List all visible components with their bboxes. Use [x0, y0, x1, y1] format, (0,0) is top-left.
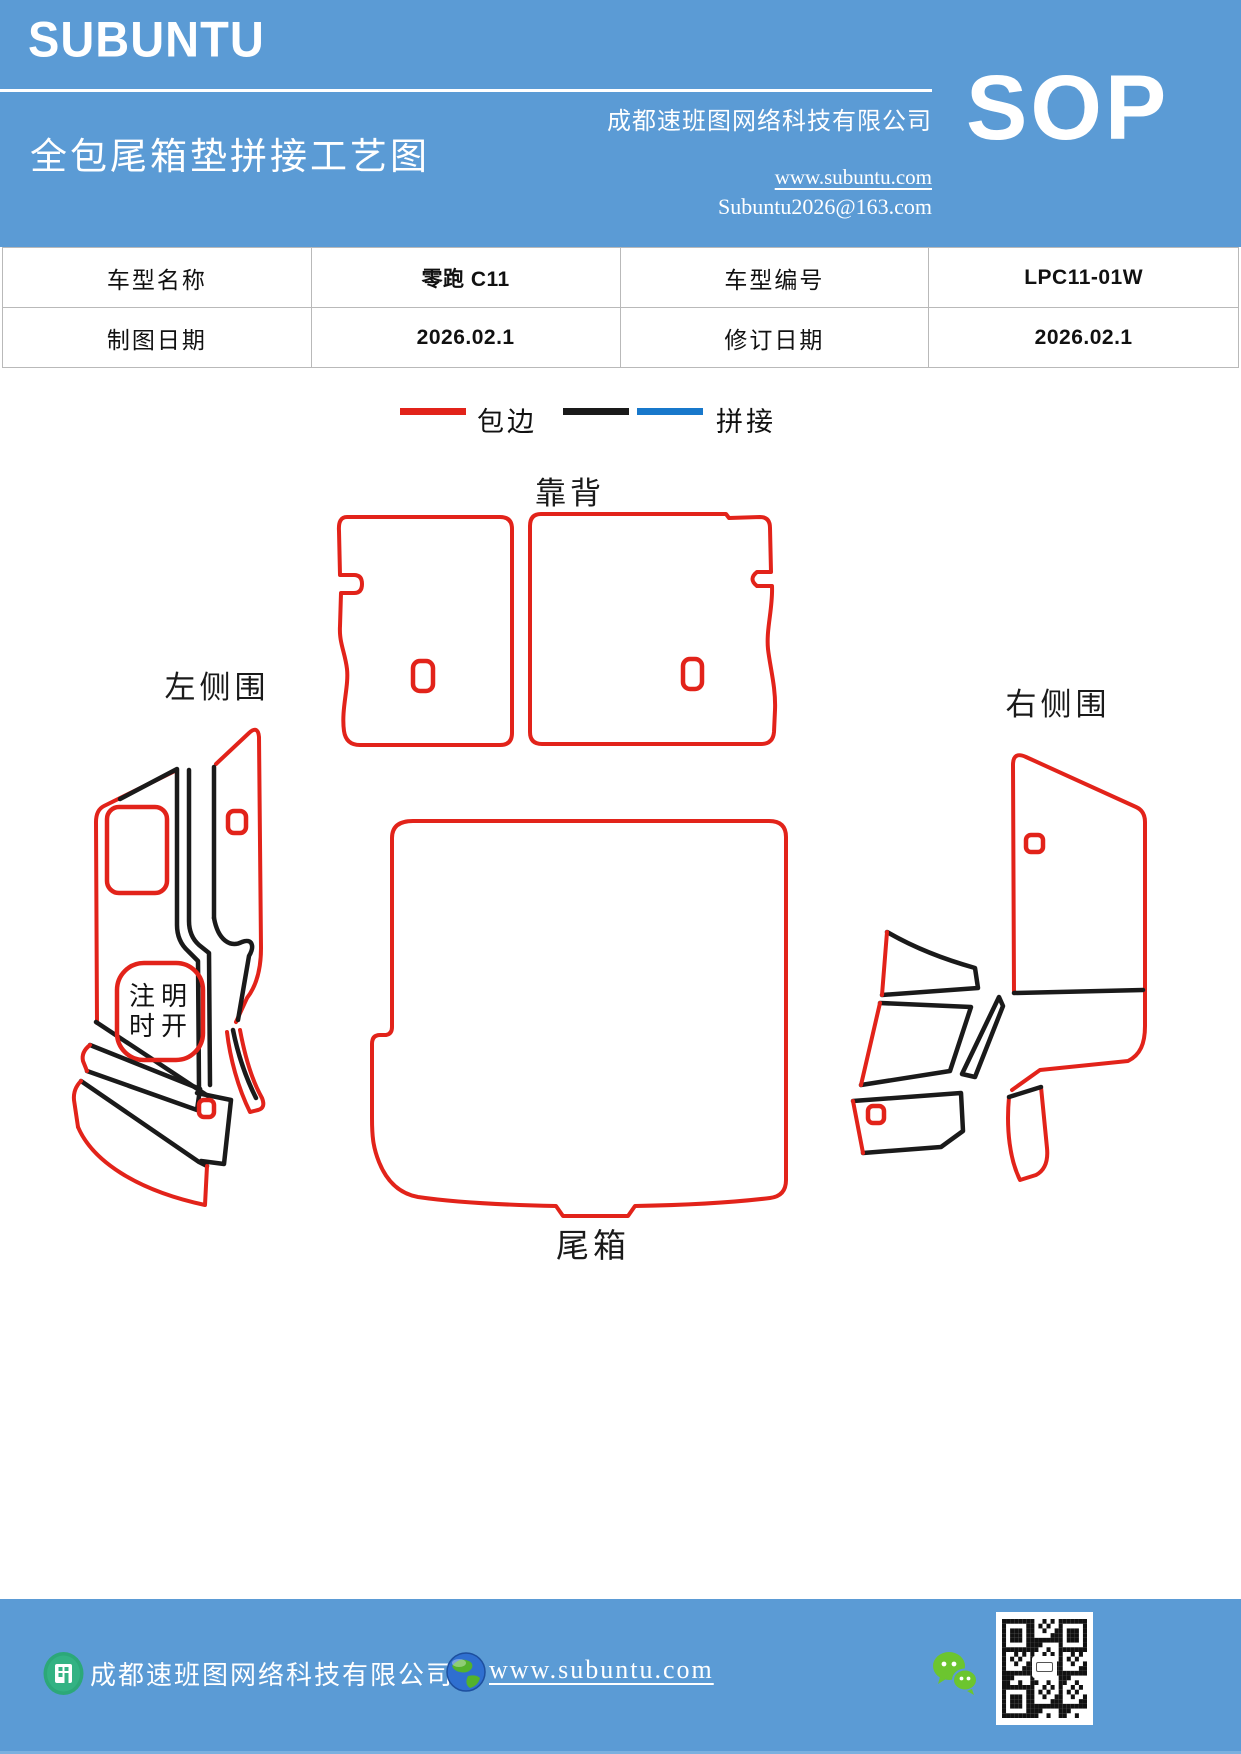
left-blade-claw-splice [211, 915, 255, 1023]
left-hole-piece-outline [194, 1090, 234, 1167]
company-name: 成都速班图网络科技有限公司 [607, 109, 932, 135]
left-blade-red-edge [214, 727, 263, 1024]
right-hole-piece-red-edge [851, 1099, 865, 1155]
legend-splice-label: 拼接 [716, 407, 776, 437]
note-line-2: 时开 [128, 1011, 194, 1041]
right-hole-piece-outline [850, 1090, 966, 1156]
brand-logo: SUBUNTU [28, 11, 265, 68]
table-cell-model-name-value: 零跑 C11 [311, 248, 621, 308]
right-tail-splice [1006, 1084, 1044, 1100]
right-panel-splice [1011, 987, 1146, 996]
footer-website-link[interactable]: www.subuntu.com [489, 1655, 714, 1684]
left-strip-b-bottom [76, 1125, 209, 1207]
table-cell-revision-date-label: 修订日期 [621, 308, 930, 368]
pattern-diagram [71, 512, 1147, 1218]
table-cell-model-code-value: LPC11-01W [929, 248, 1238, 308]
left-hole-piece-hole [196, 1097, 217, 1120]
sop-badge: SOP [966, 57, 1170, 159]
legend-splice-swatch-blue [637, 408, 703, 415]
right-mid-piece-outline [858, 1000, 974, 1088]
left-strip-a-cap [80, 1043, 92, 1073]
right-tail-red-edge [1006, 1085, 1050, 1182]
right-panel-outline [1010, 753, 1147, 1092]
backrest-right-outline [528, 512, 778, 746]
table-cell-draw-date-value: 2026.02.1 [312, 308, 621, 368]
website-link[interactable]: www.subuntu.com [774, 165, 932, 189]
note-line-1: 注明 [128, 981, 194, 1011]
right-panel-hole [1023, 832, 1046, 855]
globe-icon [446, 1652, 486, 1692]
left-note-blob [114, 960, 206, 1063]
header-divider [0, 89, 932, 92]
left-blade-hole [225, 808, 249, 836]
left-panel-top-splice [117, 766, 202, 1091]
table-cell-model-name-label: 车型名称 [3, 248, 312, 308]
right-triangle-piece [959, 994, 1006, 1080]
right-flag-outline [879, 929, 981, 998]
left-tail-red-edge [225, 1028, 266, 1114]
left-panel-window-hole [104, 804, 170, 896]
left-strip-b-top [78, 1078, 210, 1169]
legend-edge-label: 包边 [477, 407, 537, 437]
vehicle-info-table: 车型名称 零跑 C11 车型编号 LPC11-01W 制图日期 2026.02.… [2, 247, 1239, 368]
left-band-splice [186, 767, 213, 1088]
right-hole-piece-hole [865, 1103, 887, 1126]
label-left-side: 左侧围 [164, 670, 270, 705]
footer-company: 成都速班图网络科技有限公司 [90, 1661, 455, 1690]
trunk-outline [370, 819, 788, 1218]
building-icon [43, 1652, 84, 1695]
left-strip-a-top [87, 1042, 203, 1092]
email-link[interactable]: Subuntu2026@163.com [718, 194, 932, 219]
legend-edge-swatch [400, 408, 466, 415]
page-title: 全包尾箱垫拼接工艺图 [30, 137, 430, 178]
wechat-icon [933, 1652, 978, 1695]
left-panel-red-edge [94, 768, 179, 1025]
qr-code [996, 1612, 1093, 1725]
legend-splice-swatch-black [563, 408, 629, 415]
backrest-right-anchor-hole [680, 656, 705, 692]
qr-center-logo [1032, 1656, 1057, 1678]
left-strip-b-cap [71, 1079, 83, 1129]
right-flag-red-edge [880, 930, 889, 997]
table-cell-revision-date-value: 2026.02.1 [1034, 326, 1133, 349]
backrest-left-anchor-hole [410, 658, 436, 694]
left-tail-splice [230, 1027, 259, 1101]
note-text: 注明 时开 [129, 981, 193, 1041]
table-cell-model-code-label: 车型编号 [620, 248, 930, 308]
label-right-side: 右侧围 [1005, 687, 1111, 722]
backrest-left-outline [336, 515, 514, 747]
right-mid-piece-red-edge [859, 1001, 882, 1087]
label-trunk: 尾箱 [556, 1227, 630, 1264]
table-cell-draw-date-label: 制图日期 [3, 308, 312, 368]
header: SUBUNTU 全包尾箱垫拼接工艺图 成都速班图网络科技有限公司 www.sub… [0, 0, 1241, 247]
label-backrest: 靠背 [535, 476, 605, 511]
